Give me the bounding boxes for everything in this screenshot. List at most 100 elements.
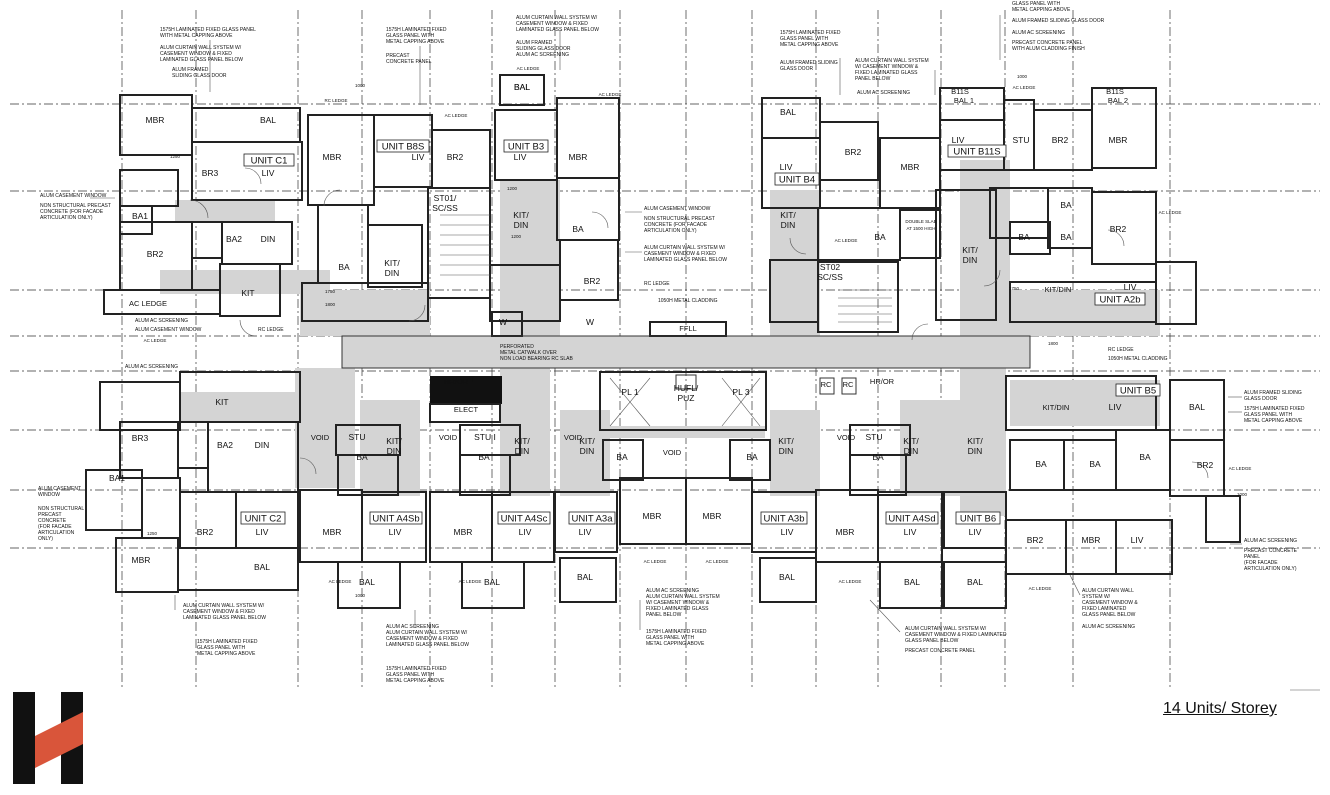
dimension-mark: 1000 <box>355 83 366 88</box>
room-label: STU <box>1013 135 1030 145</box>
two-line-room-labels: KIT/DINKIT/DINKIT/DINKIT/DINKIT/DINKIT/D… <box>384 193 983 456</box>
misc-label: VOID <box>564 433 583 442</box>
room-label: PL 3 <box>732 387 749 397</box>
room-label: BR2 <box>584 276 601 286</box>
annotation-note-line: LAMINATED GLASS PANEL BELOW <box>644 257 727 263</box>
annotation-note-line: 1575H LAMINATED FIXED <box>646 629 707 635</box>
room-label: BAL <box>780 107 796 117</box>
unit-tag-box <box>885 511 939 525</box>
annotation-note-line: RC LEDGE <box>258 327 284 333</box>
annotation-note-line: ALUM CASEMENT <box>38 486 81 492</box>
annotation-note-line: PANEL <box>1244 554 1260 560</box>
annotation-note-line: SYSTEM W/ <box>1082 594 1111 600</box>
annotation-note-line: SLIDING GLASS DOOR <box>172 73 227 79</box>
annotation-note-line: CASEMENT WINDOW & FIXED <box>183 609 255 615</box>
unit-tag-box <box>1094 292 1146 306</box>
annotation-note-line: METAL CAPPING ABOVE <box>197 651 256 657</box>
unit-tag-box <box>760 511 808 525</box>
annotation-note-line: METAL CAPPING ABOVE <box>386 39 445 45</box>
room-label-line1: KIT/ <box>579 436 595 446</box>
annotation-note-line: GLASS PANEL WITH <box>197 645 245 651</box>
misc-label: HR/OR <box>870 377 895 386</box>
annotation-note-line: PANEL BELOW <box>855 76 891 82</box>
annotation-note-line: NON STRUCTURAL PRECAST <box>40 203 111 209</box>
room-label: BAL <box>254 562 270 572</box>
dimension-mark: AT 1500 HIGH <box>906 226 935 231</box>
dimension-mark: 1200 <box>511 234 522 239</box>
room-label: MBR <box>836 527 855 537</box>
room-label-line1: KIT/ <box>384 258 400 268</box>
annotation-note-line: GLASS PANEL BELOW <box>1082 612 1136 618</box>
room-label-line1: KIT/ <box>903 436 919 446</box>
dimension-mark: 1800 <box>325 302 336 307</box>
unit-tag-label: UNIT A4Sb <box>372 514 419 525</box>
annotation-note-line: FIXED LAMINATED GLASS <box>855 70 918 76</box>
annotation-note-line: CONCRETE (FOR FACADE <box>40 209 104 215</box>
room-label: LIV <box>256 527 269 537</box>
misc-label: ELECT <box>454 405 479 414</box>
annotation-note-line: ARTICULATION <box>38 530 75 536</box>
annotation-note-line: W/ CASEMENT WINDOW & <box>855 64 919 70</box>
dimension-mark: AC LEDGE <box>329 579 352 584</box>
unit-tag-label: UNIT A4Sc <box>501 514 548 525</box>
unit-tag-label: UNIT C2 <box>245 514 282 525</box>
dimension-mark: 1750 <box>325 289 336 294</box>
room-label: MBR <box>643 511 662 521</box>
unit-tag-label: UNIT A3b <box>763 514 804 525</box>
room-label: BAL <box>514 82 530 92</box>
room-label-line1: KIT/ <box>967 436 983 446</box>
room-label: BA <box>1139 452 1151 462</box>
annotation-note-line: LAMINATED GLASS PANEL BELOW <box>516 27 599 33</box>
annotation-note-line: WITH METAL CAPPING ABOVE <box>160 33 233 39</box>
annotation-note-line: 1575H LAMINATED FIXED <box>386 666 447 672</box>
annotation-note-line: PRECAST <box>386 53 410 59</box>
annotation-note-line: ALUM FRAMED SLIDING GLASS DOOR <box>1012 18 1105 24</box>
room-label: BA <box>1060 232 1072 242</box>
annotation-note-line: ALUM CURTAIN WALL SYSTEM W/ <box>644 245 726 251</box>
annotation-note-line: SLIDING GLASS DOOR <box>516 46 571 52</box>
annotation-note-line: WITH ALUM CLADDING FINISH <box>1012 46 1085 52</box>
dimension-mark: AC LEDGE <box>644 559 667 564</box>
annotation-note-line: GLASS PANEL WITH <box>386 33 434 39</box>
dimension-mark: 1000 <box>355 593 366 598</box>
room-label: BR2 <box>147 249 164 259</box>
annotation-note-line: METAL CAPPING ABOVE <box>780 42 839 48</box>
room-label: LIV <box>1109 402 1122 412</box>
room-label: BR2 <box>197 527 214 537</box>
unit-tag-box <box>947 144 1007 158</box>
misc-label: FFLL <box>679 324 697 333</box>
dimension-mark: RC LEDGE <box>324 98 347 103</box>
annotation-note-line: GLASS PANEL WITH <box>780 36 828 42</box>
room-label-line1: KIT/ <box>386 436 402 446</box>
dimension-mark: 1000 <box>1017 74 1028 79</box>
misc-label: VOID <box>663 448 682 457</box>
annotation-note-line: RC LEDGE <box>1108 347 1134 353</box>
annotation-note-line: NON STRUCTURAL PRECAST <box>644 216 715 222</box>
unit-tag-label: UNIT B6 <box>960 514 996 525</box>
annotation-note-line: ALUM CURTAIN WALL SYSTEM W/ <box>183 603 265 609</box>
dimension-mark: DOUBLE SLAB <box>905 219 936 224</box>
dimension-mark: 1250 <box>170 154 181 159</box>
unit-tag-box <box>497 511 551 525</box>
annotation-note-line: CASEMENT WINDOW & FIXED <box>160 51 232 57</box>
annotation-note-line: ALUM AC SCREENING <box>1012 30 1065 36</box>
room-label-line2: DIN <box>385 268 400 278</box>
room-label: BA <box>746 452 758 462</box>
annotation-note-line: 1575H LAMINATED FIXED <box>780 30 841 36</box>
room-label: BAL <box>577 572 593 582</box>
annotation-note-line: CASEMENT WINDOW & FIXED <box>644 251 716 257</box>
unit-tag-box <box>1115 383 1161 397</box>
annotation-note-line: GLASS DOOR <box>1244 396 1277 402</box>
room-label: DIN <box>261 234 276 244</box>
room-label: BA2 <box>217 440 233 450</box>
misc-label: KIT/DIN <box>1043 403 1070 412</box>
annotation-note-line: ALUM AC SCREENING <box>857 90 910 96</box>
room-label: BR2 <box>1110 224 1127 234</box>
unit-tag-label: UNIT A3a <box>571 514 613 525</box>
room-label: W <box>499 317 507 327</box>
room-label: BA <box>1060 200 1072 210</box>
room-label-line2: DIN <box>580 446 595 456</box>
room-label: LIV <box>952 135 965 145</box>
unit-tag-box <box>240 511 286 525</box>
room-label: LIV <box>904 527 917 537</box>
